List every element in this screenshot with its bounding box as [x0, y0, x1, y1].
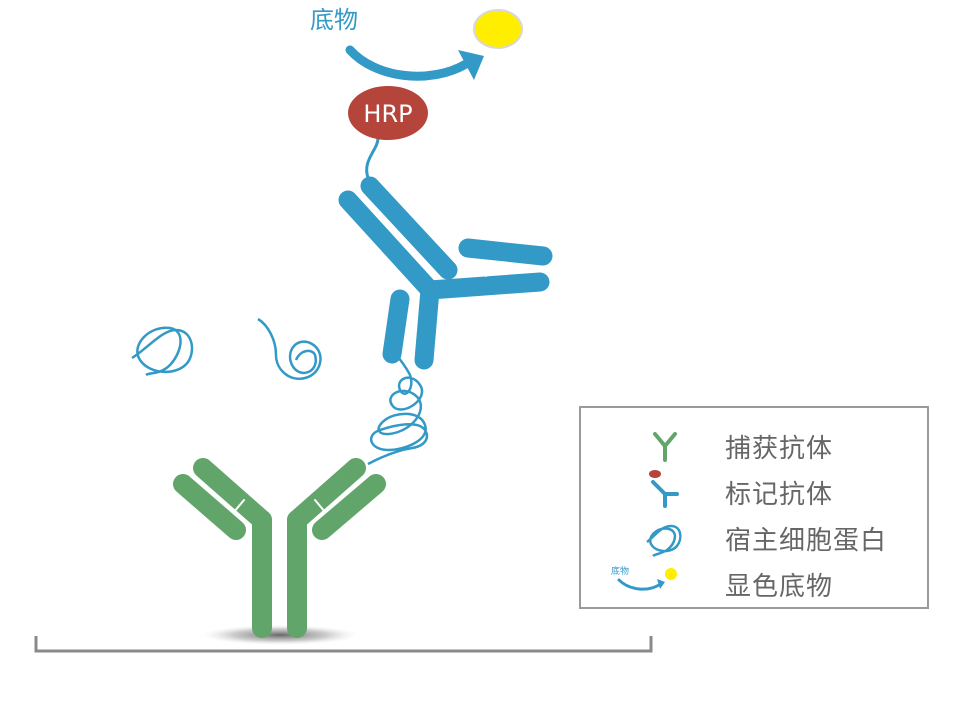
host-cell-protein-2 [257, 317, 322, 381]
legend-item-chromogenic-substrate: 底物 显色底物 [581, 558, 927, 604]
plate-surface [34, 636, 653, 653]
legend-mini-substrate-label: 底物 [611, 565, 629, 577]
chromogenic-substrate-icon: 底物 [611, 565, 677, 591]
antibody-shadow [202, 625, 358, 645]
substrate-label: 底物 [310, 6, 358, 34]
legend-item-labeled-antibody: 标记抗体 [581, 466, 927, 512]
host-cell-protein-1 [131, 326, 194, 377]
legend-label-capture-antibody: 捕获抗体 [725, 434, 834, 464]
captured-host-cell-protein [367, 353, 429, 466]
labeled-antibody [338, 176, 553, 370]
legend: 捕获抗体 标记抗体 宿主细胞蛋白 底物 显色底物 [579, 406, 929, 609]
colored-product [473, 9, 523, 49]
legend-label-host-cell-protein: 宿主细胞蛋白 [725, 526, 888, 556]
capture-antibody [173, 458, 386, 638]
substrate-arrowhead [458, 50, 484, 80]
hrp-enzyme [348, 86, 428, 140]
host-cell-protein-icon [646, 524, 682, 558]
substrate-arrow [345, 45, 471, 81]
legend-item-capture-antibody: 捕获抗体 [581, 420, 927, 466]
hrp-linker [365, 137, 380, 179]
legend-item-host-cell-protein: 宿主细胞蛋白 [581, 512, 927, 558]
capture-antibody-icon [653, 432, 677, 462]
legend-label-labeled-antibody: 标记抗体 [725, 480, 834, 510]
hrp-label: HRP [363, 100, 412, 128]
labeled-antibody-icon [649, 470, 679, 508]
legend-label-chromogenic-substrate: 显色底物 [725, 572, 834, 602]
